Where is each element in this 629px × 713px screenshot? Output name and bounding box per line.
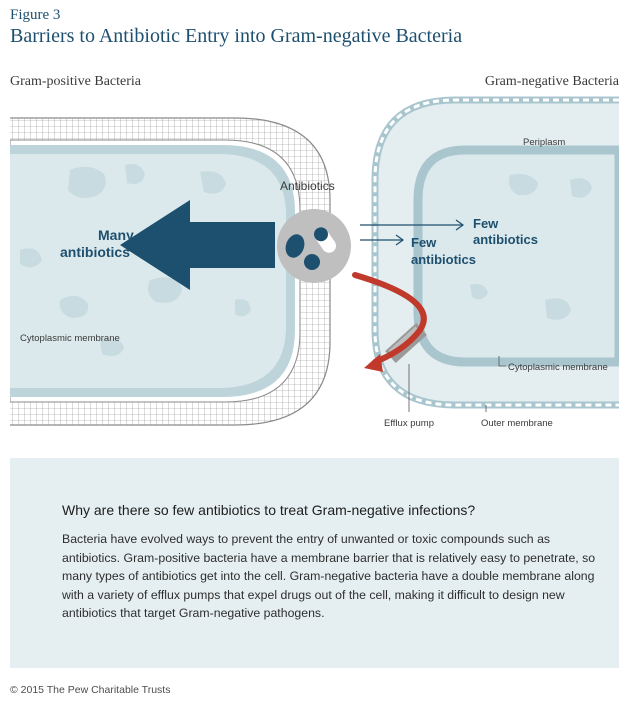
cyto-leader [498,356,506,367]
copyright: © 2015 The Pew Charitable Trusts [10,684,171,696]
gram-negative-label: Gram-negative Bacteria [484,74,619,89]
info-question: Why are there so few antibiotics to trea… [62,502,476,518]
periplasm-label: Periplasm [523,137,565,148]
gram-positive-cell [10,117,331,426]
many-antibiotics-line1: Many [98,227,134,243]
few-antibiotics-arrows [360,219,465,246]
few-antibiotics-2-line1: Few [411,235,437,250]
page-title: Barriers to Antibiotic Entry into Gram-n… [10,25,463,47]
few-antibiotics-1-line2: antibiotics [473,232,538,247]
outer-membrane-label: Outer membrane [481,418,553,429]
gram-pos-membrane-label: Cytoplasmic membrane [20,333,120,344]
efflux-pump-label: Efflux pump [384,418,434,429]
info-body: Bacteria have evolved ways to prevent th… [62,532,596,621]
many-antibiotics-line2: antibiotics [60,244,130,260]
info-box: Why are there so few antibiotics to trea… [10,458,619,668]
cytoplasm [10,154,286,388]
antibiotic-entry-diagram: Many antibiotics Cytoplasmic membrane An… [10,96,619,429]
antibiotics-pills [277,209,351,283]
antibiotics-label: Antibiotics [280,179,335,193]
few-antibiotics-1-line1: Few [473,216,499,231]
gram-neg-cyto-label: Cytoplasmic membrane [508,362,608,373]
efflux-arrow [352,272,427,365]
gram-positive-label: Gram-positive Bacteria [10,74,142,89]
figure-label: Figure 3 [10,7,61,23]
gram-negative-cell [371,96,619,409]
many-antibiotics-arrow [120,200,275,290]
few-antibiotics-2-line2: antibiotics [411,252,476,267]
